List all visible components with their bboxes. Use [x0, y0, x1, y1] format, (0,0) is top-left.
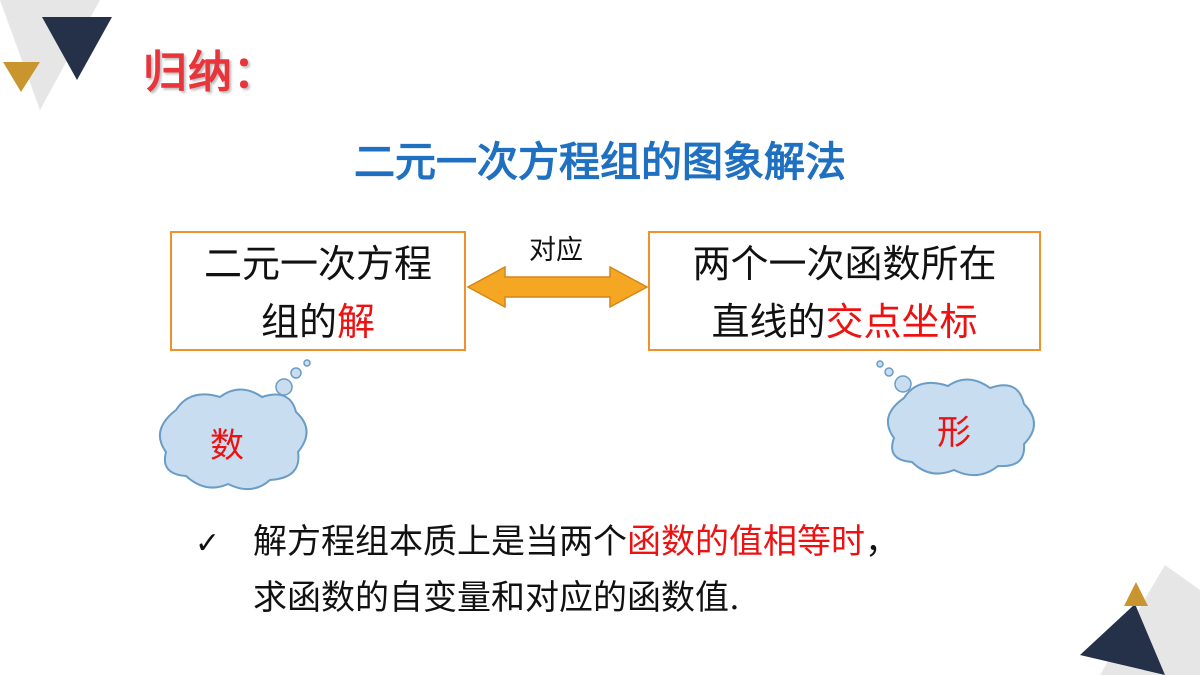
cloud-left-icon [158, 359, 311, 491]
cloud-right-label: 形 [937, 413, 971, 453]
summary-line-1: ✓ 解方程组本质上是当两个函数的值相等时， [195, 515, 1175, 571]
section-heading: 归纳： [143, 47, 278, 98]
summary-line-2: 求函数的自变量和对应的函数值. [195, 571, 1175, 625]
double-arrow-icon [466, 265, 649, 309]
equation-system-box: 二元一次方程 组的解 [170, 231, 466, 351]
left-box-line2: 组的 [260, 300, 337, 344]
checkmark-icon: ✓ [195, 526, 221, 561]
top-left-gold-triangle [3, 62, 40, 92]
summary-line2-text: 求函数的自变量和对应的函数值. [253, 578, 740, 618]
right-box-highlight: 交点坐标 [825, 300, 978, 344]
summary-line1-end: ， [865, 522, 899, 562]
right-box-line2: 直线的 [711, 300, 826, 344]
arrow-label: 对应 [529, 235, 583, 266]
left-box-line1: 二元一次方程 [203, 242, 432, 286]
bottom-right-navy-triangle [1080, 604, 1165, 675]
right-box-line1: 两个一次函数所在 [692, 242, 997, 286]
main-title: 二元一次方程组的图象解法 [354, 138, 846, 186]
cloud-left-label: 数 [210, 426, 244, 466]
left-box-highlight: 解 [337, 300, 376, 344]
function-lines-box: 两个一次函数所在 直线的交点坐标 [648, 231, 1041, 351]
cloud-right-icon [876, 360, 1035, 477]
bottom-right-gold-triangle [1124, 582, 1148, 606]
summary-text: ✓ 解方程组本质上是当两个函数的值相等时， 求函数的自变量和对应的函数值. [195, 515, 1175, 625]
summary-line1-highlight: 函数的值相等时 [627, 522, 865, 562]
top-left-navy-triangle [42, 17, 112, 80]
summary-line1-plain: 解方程组本质上是当两个 [253, 522, 627, 562]
